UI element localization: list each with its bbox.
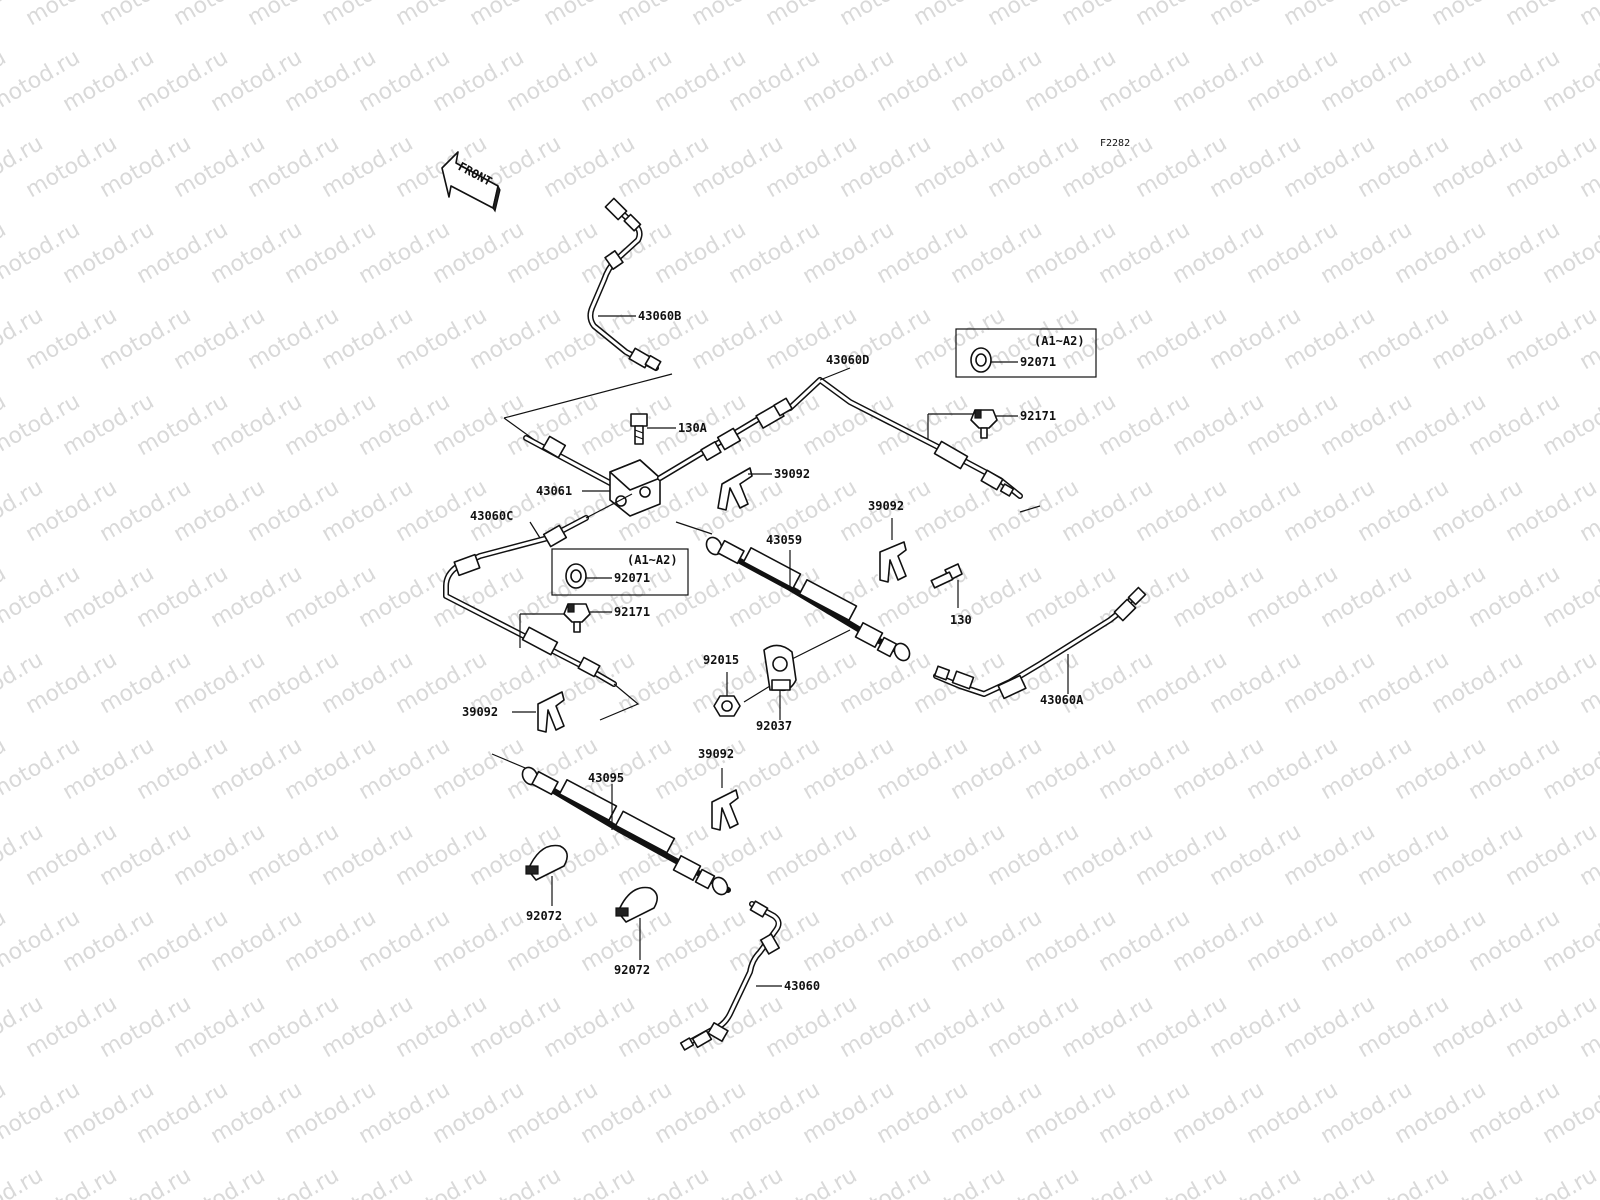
label-43060: 43060 — [784, 979, 820, 993]
label-92171-upper: 92171 — [1020, 409, 1056, 423]
clip-39092-upper-icon — [717, 467, 753, 511]
label-43095: 43095 — [588, 771, 624, 785]
label-92072-a: 92072 — [526, 909, 562, 923]
bleeder-valve-92171-upper-icon — [970, 409, 998, 439]
option-box-left: (A1~A2) 92071 — [551, 548, 689, 596]
label-43061: 43061 — [536, 484, 572, 498]
grommet-92071-icon — [970, 347, 992, 373]
clip-39092-right-icon — [879, 541, 907, 583]
label-92171-lower: 92171 — [614, 605, 650, 619]
label-130: 130 — [950, 613, 972, 627]
label-130A: 130A — [678, 421, 708, 435]
option-part-left: 92071 — [614, 571, 650, 585]
brake-pipe-43060B — [587, 197, 662, 372]
brake-hose-43095 — [521, 766, 731, 896]
clip-39092-lower-icon — [711, 789, 739, 831]
grommet-92071-left-icon — [565, 563, 587, 589]
junction-block-43061 — [609, 459, 661, 517]
label-43060B: 43060B — [638, 309, 681, 323]
option-variant-left: (A1~A2) — [627, 553, 678, 567]
pipe-stub-upper-left — [523, 435, 615, 487]
label-43060C: 43060C — [470, 509, 513, 523]
hose-band-92072-b-icon — [615, 886, 658, 923]
watermark-text: motod.ru — [0, 1163, 47, 1200]
label-92015: 92015 — [703, 653, 739, 667]
bolt-130A-icon — [630, 413, 648, 445]
bleeder-valve-92171-lower-icon — [563, 603, 591, 633]
label-43060D: 43060D — [826, 353, 869, 367]
brake-hose-43059 — [705, 536, 911, 662]
label-92037: 92037 — [756, 719, 792, 733]
label-39092-lower: 39092 — [698, 747, 734, 761]
watermark-text: motod.ru — [1576, 0, 1600, 31]
label-39092-left: 39092 — [462, 705, 498, 719]
label-39092-right: 39092 — [868, 499, 904, 513]
option-variant-top: (A1~A2) — [1034, 334, 1085, 348]
option-part-top: 92071 — [1020, 355, 1056, 369]
clip-39092-left-icon — [537, 691, 565, 733]
label-39092-upper-middle: 39092 — [774, 467, 810, 481]
label-43060A: 43060A — [1040, 693, 1084, 707]
front-arrow-icon: FRONT — [441, 151, 501, 213]
brake-pipe-43060D — [657, 377, 1023, 499]
brake-pipe-43060 — [679, 900, 782, 1051]
hose-band-92072-a-icon — [525, 844, 568, 881]
brake-pipe-43060A — [933, 586, 1147, 700]
brake-pipe-43060C — [443, 515, 617, 687]
label-92072-b: 92072 — [614, 963, 650, 977]
figure-code: F2282 — [1100, 138, 1130, 149]
bolt-130-icon — [930, 563, 963, 589]
option-box-top-right: (A1~A2) 92071 — [955, 328, 1097, 378]
clamp-92037-icon — [763, 644, 797, 692]
nut-92015-icon — [713, 695, 741, 717]
label-43059: 43059 — [766, 533, 802, 547]
